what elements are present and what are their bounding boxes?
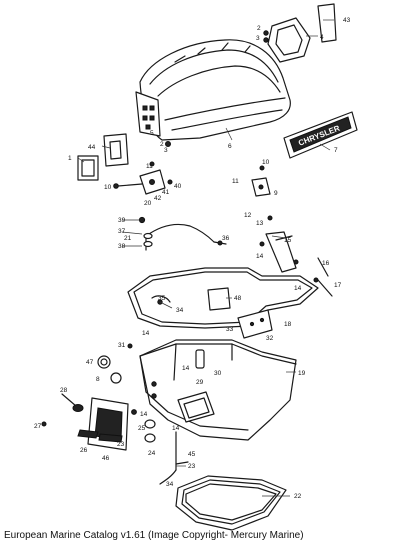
callout-6: 6 <box>228 143 232 150</box>
callout-7: 7 <box>334 147 338 154</box>
callout-2: 2 <box>257 25 261 32</box>
callout-43: 43 <box>343 17 351 24</box>
latch-assembly <box>113 161 173 195</box>
callout-23: 23 <box>117 441 125 448</box>
callout-33: 33 <box>226 326 234 333</box>
callout-11: 11 <box>146 163 153 170</box>
callout-28: 28 <box>60 387 68 394</box>
callout-4: 4 <box>320 34 324 41</box>
callout-39: 39 <box>118 217 126 224</box>
callout-13: 13 <box>256 220 264 227</box>
callout-10: 10 <box>104 184 112 191</box>
callout-2b: 2 <box>160 141 164 148</box>
callout-14c: 14 <box>142 330 150 337</box>
lower-cowl-pan <box>139 339 297 441</box>
callout-12: 12 <box>244 212 252 219</box>
callout-45: 45 <box>188 451 196 458</box>
cowl-seal <box>127 267 319 329</box>
callout-19: 19 <box>298 370 306 377</box>
side-plate <box>237 309 273 339</box>
callout-38: 38 <box>118 243 126 250</box>
callout-14f: 14 <box>172 425 180 432</box>
callout-40: 40 <box>174 183 182 190</box>
callout-35: 35 <box>158 295 166 302</box>
callout-22: 22 <box>294 493 302 500</box>
callout-23b: 23 <box>188 463 196 470</box>
callout-3: 3 <box>256 35 260 42</box>
callout-10b: 10 <box>262 159 270 166</box>
chrysler-decal: CHRYSLER <box>283 111 358 159</box>
rear-handle-bracket <box>263 3 337 63</box>
callout-34: 34 <box>176 307 184 314</box>
bottom-gasket <box>175 475 287 531</box>
callout-1: 1 <box>68 155 72 162</box>
callout-14d: 14 <box>182 365 190 372</box>
left-components <box>41 343 133 427</box>
side-clip <box>251 165 271 197</box>
callout-18: 18 <box>284 321 292 328</box>
callout-9: 9 <box>274 190 278 197</box>
callout-5: 5 <box>150 130 154 137</box>
callout-26: 26 <box>80 447 88 454</box>
callout-36: 36 <box>222 235 230 242</box>
callout-24: 24 <box>148 450 156 457</box>
callout-11b: 11 <box>232 178 239 185</box>
callout-8: 8 <box>96 376 100 383</box>
callout-37: 37 <box>118 228 126 235</box>
callout-14b: 14 <box>294 285 302 292</box>
callout-29: 29 <box>196 379 204 386</box>
callout-25: 25 <box>138 425 146 432</box>
image-caption: European Marine Catalog v1.61 (Image Cop… <box>4 530 304 541</box>
shift-lever <box>144 419 189 485</box>
callout-21: 21 <box>124 235 132 242</box>
lever-bracket <box>259 215 333 297</box>
callout-34b: 34 <box>166 481 174 488</box>
throttle-linkage <box>138 216 227 251</box>
callout-16: 16 <box>322 260 330 267</box>
callout-41: 41 <box>162 189 170 196</box>
callout-48: 48 <box>234 295 242 302</box>
callout-47: 47 <box>86 359 94 366</box>
callout-30: 30 <box>214 370 222 377</box>
callout-3b: 3 <box>164 147 168 154</box>
leader-lines <box>77 19 334 497</box>
callout-14e: 14 <box>140 411 148 418</box>
callout-42: 42 <box>154 195 162 202</box>
callout-32: 32 <box>266 335 274 342</box>
front-decals <box>77 133 129 181</box>
callout-27: 27 <box>34 423 42 430</box>
callout-labels: 43 2 3 4 6 7 5 2 3 44 1 11 40 41 42 20 1… <box>34 17 351 500</box>
engine-cowl <box>135 39 291 147</box>
callout-44: 44 <box>88 144 96 151</box>
callout-14: 14 <box>256 253 264 260</box>
callout-17: 17 <box>334 282 342 289</box>
callout-46: 46 <box>102 455 110 462</box>
callout-20: 20 <box>144 200 152 207</box>
callout-15: 15 <box>284 237 292 244</box>
callout-31: 31 <box>118 342 126 349</box>
front-plate <box>77 397 137 451</box>
